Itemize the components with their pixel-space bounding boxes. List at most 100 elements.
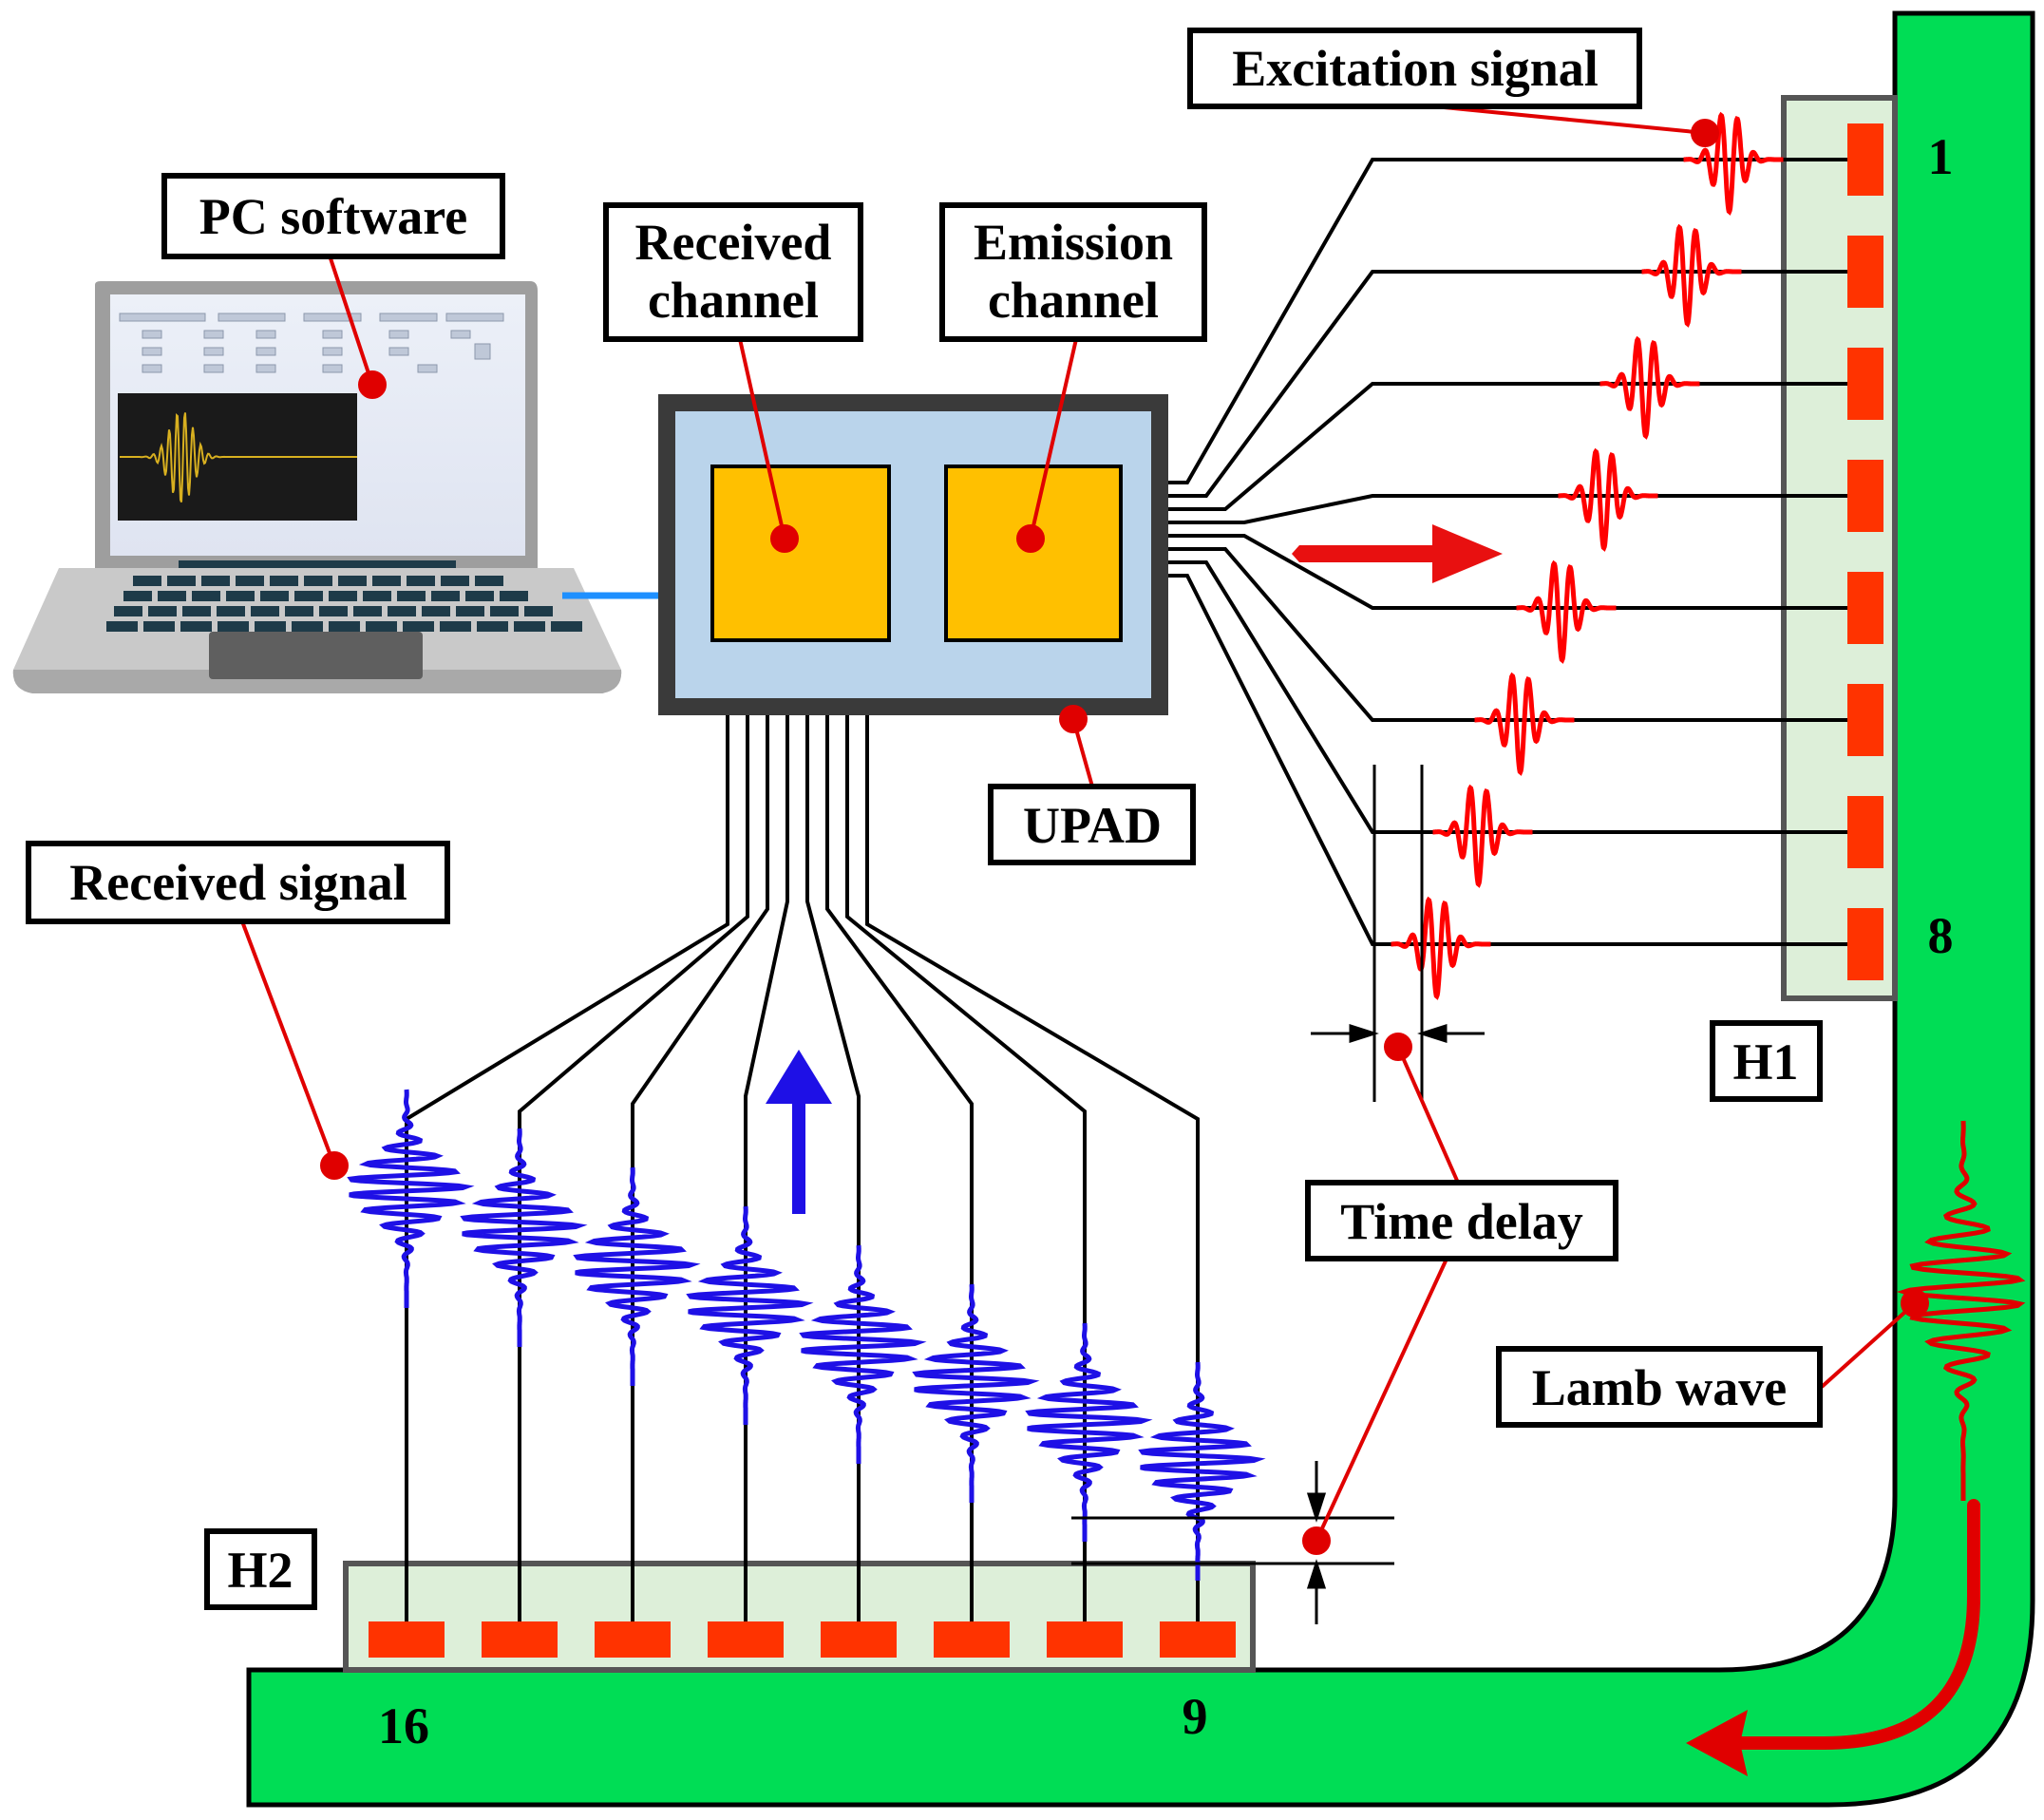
- keyboard-key: [329, 591, 357, 601]
- h1-sensor: [1847, 460, 1883, 532]
- keyboard-key: [180, 621, 212, 632]
- h1-first-number: 1: [1928, 128, 1954, 185]
- svg-text:Received signal: Received signal: [69, 854, 407, 911]
- callout-pointers: [240, 103, 1929, 1555]
- label-time-delay: Time delay: [1305, 1180, 1618, 1261]
- keyboard-key: [294, 591, 323, 601]
- svg-text:H2: H2: [227, 1542, 293, 1599]
- time-delay-marker-h2: [1071, 1461, 1394, 1624]
- keyboard-key: [304, 576, 332, 586]
- label-received-signal: Received signal: [26, 841, 450, 924]
- received-wave: [799, 1244, 927, 1464]
- h2-last-number: 9: [1183, 1688, 1208, 1745]
- keyboard-key: [260, 591, 289, 601]
- received-waves: [347, 1089, 1266, 1581]
- keyboard-key: [366, 621, 397, 632]
- keyboard-key: [514, 621, 545, 632]
- received-channel-box: [710, 464, 891, 642]
- svg-text:channel: channel: [988, 272, 1159, 329]
- keyboard-key: [218, 621, 249, 632]
- h2-sensor: [1160, 1621, 1236, 1658]
- keyboard-key: [217, 606, 245, 616]
- svg-text:UPAD: UPAD: [1023, 797, 1162, 854]
- laptop-icon: [12, 281, 622, 693]
- h1-sensor: [1847, 572, 1883, 644]
- keyboard-key: [500, 591, 528, 601]
- svg-text:channel: channel: [648, 272, 819, 329]
- h2-sensor: [934, 1621, 1010, 1658]
- lamb-wave-icon: [1896, 1120, 2026, 1501]
- keyboard-key: [441, 576, 469, 586]
- receive-wire: [518, 640, 749, 1621]
- emission-wire: [1121, 574, 1847, 946]
- received-wave: [573, 1166, 701, 1386]
- keyboard-key: [477, 621, 508, 632]
- keyboard-key: [226, 591, 255, 601]
- emission-wire: [1121, 494, 1847, 524]
- keyboard-key: [363, 591, 391, 601]
- emission-wire: [1121, 158, 1847, 484]
- arrow-right-icon: [1292, 524, 1503, 583]
- keyboard-key: [158, 591, 186, 601]
- excitation-wave: [1516, 559, 1617, 664]
- receive-wire: [405, 640, 729, 1621]
- emission-wire: [1121, 382, 1847, 511]
- keyboard-key: [192, 591, 220, 601]
- excitation-wave: [1391, 896, 1491, 1000]
- excitation-wave: [1558, 447, 1658, 552]
- h2-sensor-array: [343, 1561, 1256, 1673]
- received-wave: [347, 1089, 475, 1308]
- l-shaped-plate: [246, 10, 2035, 1808]
- keyboard-key: [372, 576, 401, 586]
- keyboard-key: [440, 621, 471, 632]
- keyboard-key: [475, 576, 503, 586]
- svg-text:H1: H1: [1732, 1033, 1798, 1090]
- keyboard-key: [148, 606, 177, 616]
- excitation-wave: [1641, 223, 1742, 328]
- label-pc-software: PC software: [161, 173, 505, 259]
- keyboard-key: [182, 606, 211, 616]
- excitation-wave: [1432, 784, 1533, 888]
- h2-sensor: [821, 1621, 897, 1658]
- label-upad: UPAD: [988, 784, 1196, 865]
- received-wave: [1138, 1361, 1266, 1581]
- h2-sensor: [482, 1621, 558, 1658]
- keyboard-key: [465, 591, 494, 601]
- svg-text:Lamb wave: Lamb wave: [1532, 1359, 1788, 1416]
- keyboard-key: [422, 606, 450, 616]
- receive-wire: [845, 640, 1087, 1621]
- received-wave: [912, 1283, 1040, 1503]
- keyboard-key: [456, 606, 484, 616]
- svg-text:Time delay: Time delay: [1340, 1193, 1583, 1250]
- receive-wire: [744, 640, 789, 1621]
- h1-last-number: 8: [1928, 907, 1954, 964]
- arrow-up-icon: [766, 1050, 832, 1214]
- h2-first-number: 16: [378, 1697, 429, 1754]
- h1-sensor: [1847, 684, 1883, 756]
- excitation-wave: [1599, 335, 1700, 440]
- keyboard-key: [403, 621, 434, 632]
- svg-text:Received: Received: [635, 214, 832, 271]
- h1-sensor: [1847, 348, 1883, 420]
- keyboard-key: [551, 621, 582, 632]
- label-excitation-signal: Excitation signal: [1187, 28, 1642, 109]
- curved-arrow-icon: [1686, 1499, 1980, 1776]
- h2-sensor: [595, 1621, 671, 1658]
- keyboard-key: [270, 576, 298, 586]
- keyboard-key: [338, 576, 367, 586]
- h1-sensor: [1847, 908, 1883, 980]
- keyboard-key: [236, 576, 264, 586]
- received-wave: [686, 1205, 814, 1425]
- excitation-wave: [1474, 672, 1575, 776]
- h2-sensor: [708, 1621, 784, 1658]
- keyboard-key: [114, 606, 142, 616]
- keyboard-key: [201, 576, 230, 586]
- label-emission-channel: Emission channel: [939, 202, 1207, 342]
- keyboard-key: [524, 606, 553, 616]
- keyboard-key: [167, 576, 196, 586]
- received-wave: [1025, 1322, 1153, 1542]
- keyboard-key: [407, 576, 435, 586]
- keyboard-key: [388, 606, 416, 616]
- h1-sensor: [1847, 236, 1883, 308]
- keyboard-key: [490, 606, 519, 616]
